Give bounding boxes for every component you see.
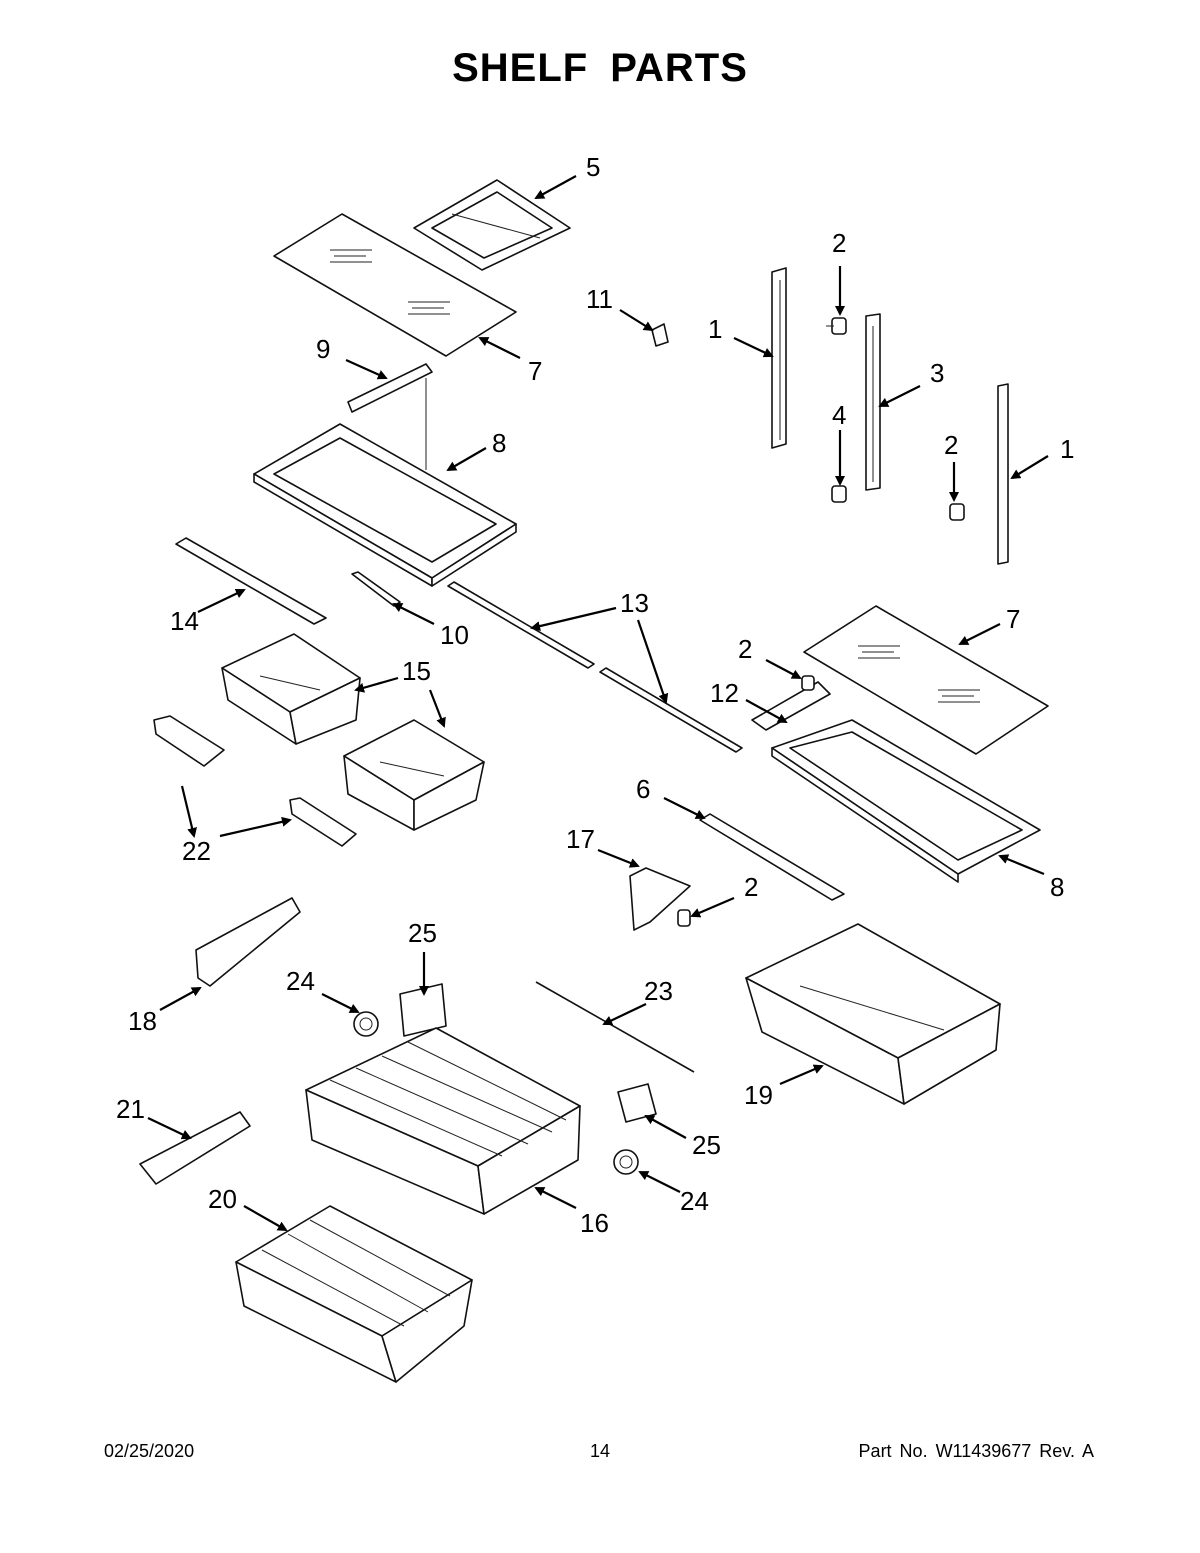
callout-2-upper: 2 [832,228,846,258]
trim-strip-right [699,813,845,901]
bin-handle-left [153,715,225,767]
bin-handle-center [289,797,357,847]
screw-right [949,503,965,521]
callout-numbers: 5 2 11 1 9 7 3 4 8 2 1 13 14 10 7 15 2 1… [116,152,1074,1238]
callout-24-lower: 24 [680,1186,709,1216]
slide-bracket-lower [617,1083,657,1123]
trim-strip-center-1 [447,581,595,669]
callout-3: 3 [930,358,944,388]
callout-9: 9 [316,334,330,364]
cover-bracket [629,867,691,931]
callout-5: 5 [586,152,600,182]
callout-17: 17 [566,824,595,854]
crisper-bin-left [221,633,361,745]
callout-6: 6 [636,774,650,804]
footer-part-number: Part No. W11439677 Rev. A [858,1441,1094,1461]
screw-lower [831,485,847,503]
shelf-frame-lower [771,719,1041,883]
callout-25-upper: 25 [408,918,437,948]
callout-2-middle: 2 [738,634,752,664]
drawer-end-cap-upper [195,897,301,987]
trim-strip-left [175,537,327,625]
shelf-frame-upper [253,423,517,587]
glass-shelf-top [273,213,517,357]
callout-7-lower: 7 [1006,604,1020,634]
callout-12: 12 [710,678,739,708]
callout-18: 18 [128,1006,157,1036]
wire-basket-upper [305,1027,581,1215]
callout-arrows [147,175,1049,1231]
screw-upper [826,317,847,335]
shelf-ladder-center [865,313,881,491]
callout-23: 23 [644,976,673,1006]
shelf-bracket [751,675,831,731]
callout-21: 21 [116,1094,145,1124]
callout-8-upper: 8 [492,428,506,458]
shelf-stop [351,571,401,607]
glass-shelf-lower [803,605,1049,755]
gear-lower [613,1149,639,1175]
callout-22: 22 [182,836,211,866]
callout-2-lower: 2 [744,872,758,902]
deli-drawer [745,923,1001,1105]
callout-19: 19 [744,1080,773,1110]
drawer-rod [535,981,695,1073]
clip [651,323,669,347]
callout-2-right: 2 [944,430,958,460]
shelf-frame-top [413,179,571,271]
callout-13: 13 [620,588,649,618]
drawer-end-cap-lower [139,1111,251,1185]
callout-10: 10 [440,620,469,650]
crisper-bin-right [343,719,485,831]
page-title: SHELF PARTS [452,46,748,90]
callout-15: 15 [402,656,431,686]
footer-date: 02/25/2020 [104,1441,195,1461]
shelf-ladder-right [997,383,1009,565]
callout-1-left: 1 [708,314,722,344]
callout-20: 20 [208,1184,237,1214]
gear-upper [353,1011,379,1037]
trim-strip-center-2 [599,667,743,753]
callout-7-upper: 7 [528,356,542,386]
callout-8-lower: 8 [1050,872,1064,902]
shelf-ladder-left [771,267,787,449]
callout-14: 14 [170,606,199,636]
shelf-slide-rail [347,363,433,470]
callout-16: 16 [580,1208,609,1238]
callout-24-upper: 24 [286,966,315,996]
callout-25-lower: 25 [692,1130,721,1160]
callout-11: 11 [586,284,613,314]
wire-basket-lower [235,1205,473,1383]
callout-4: 4 [832,400,846,430]
callout-1-right: 1 [1060,434,1074,464]
footer-page-number: 14 [589,1441,611,1461]
